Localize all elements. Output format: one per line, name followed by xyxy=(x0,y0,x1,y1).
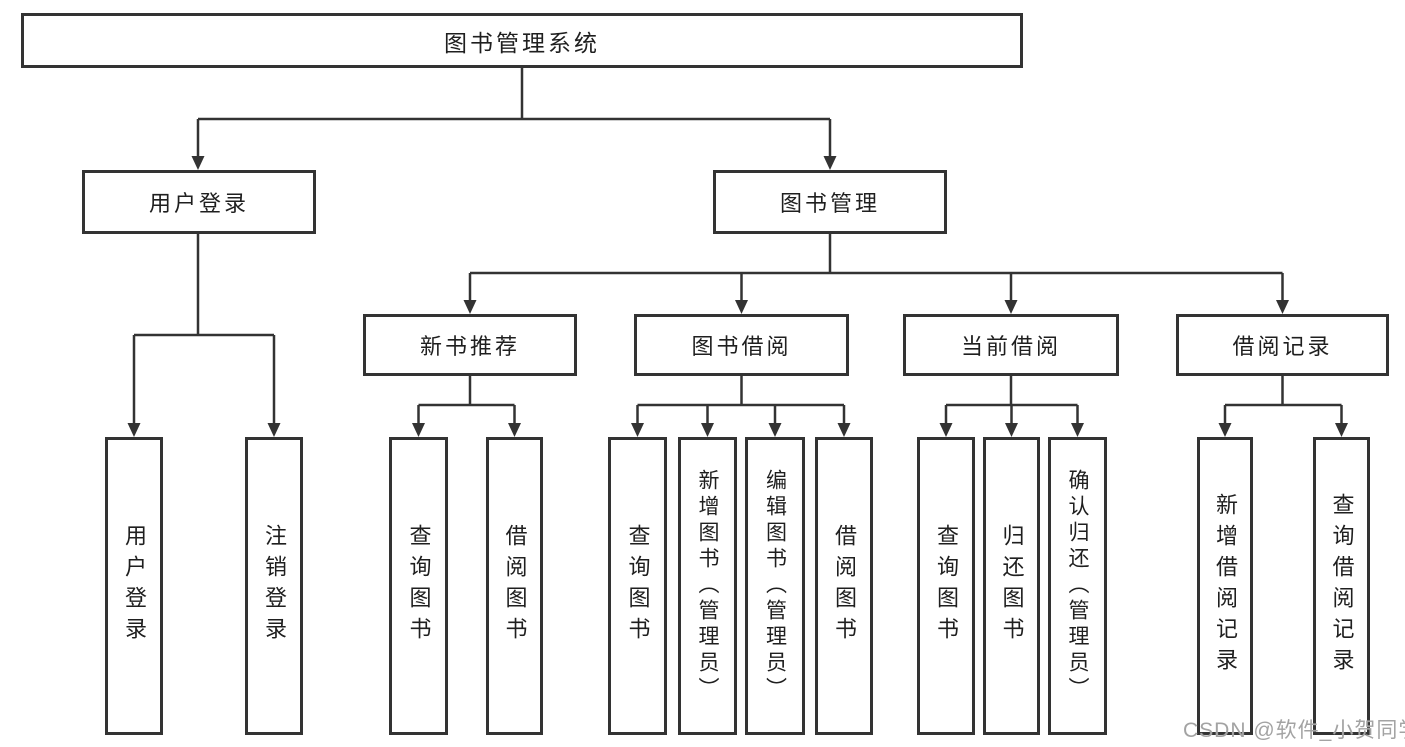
node-label: 新增借阅记录 xyxy=(1213,493,1238,679)
node-label: 查询借阅记录 xyxy=(1329,493,1355,679)
node-new-book-recommend: 新书推荐 xyxy=(363,314,577,376)
leaf-query-books-current: 查询图书 xyxy=(917,437,975,735)
leaf-logout: 注销登录 xyxy=(245,437,303,735)
leaf-query-books-recommend: 查询图书 xyxy=(389,437,448,735)
leaf-add-books-admin: 新增图书（管理员） xyxy=(678,437,737,735)
leaf-borrow-books-recommend: 借阅图书 xyxy=(486,437,543,735)
leaf-edit-books-admin: 编辑图书（管理员） xyxy=(745,437,805,735)
leaf-add-borrow-record: 新增借阅记录 xyxy=(1197,437,1253,735)
node-label: 查询图书 xyxy=(934,524,959,648)
node-borrow-records: 借阅记录 xyxy=(1176,314,1389,376)
node-book-management: 图书管理 xyxy=(713,170,947,234)
node-label: 借阅图书 xyxy=(832,524,857,648)
node-label: 用户登录 xyxy=(148,191,249,216)
leaf-query-books-borrow: 查询图书 xyxy=(608,437,667,735)
node-label: 编辑图书（管理员） xyxy=(763,469,787,703)
leaf-confirm-return-admin: 确认归还（管理员） xyxy=(1048,437,1107,735)
node-label: 图书管理系统 xyxy=(444,29,600,56)
node-label: 图书借阅 xyxy=(691,334,792,359)
node-label: 借阅图书 xyxy=(502,524,528,648)
node-label: 归还图书 xyxy=(999,524,1025,648)
node-label: 借阅记录 xyxy=(1232,334,1333,359)
node-current-borrow: 当前借阅 xyxy=(903,314,1119,376)
node-label: 查询图书 xyxy=(406,524,432,648)
node-label: 新书推荐 xyxy=(419,334,520,359)
node-label: 查询图书 xyxy=(625,524,651,648)
node-label: 图书管理 xyxy=(779,191,880,216)
node-label: 当前借阅 xyxy=(960,334,1061,359)
node-label: 新增图书（管理员） xyxy=(696,469,719,703)
node-label: 注销登录 xyxy=(262,524,287,648)
connector-paths xyxy=(132,68,1343,426)
node-library-management-system: 图书管理系统 xyxy=(21,13,1023,68)
node-label: 用户登录 xyxy=(122,524,147,648)
node-label: 确认归还（管理员） xyxy=(1066,469,1089,703)
node-user-login: 用户登录 xyxy=(82,170,316,234)
arrow-down-icons xyxy=(127,156,1348,437)
leaf-return-books: 归还图书 xyxy=(983,437,1040,735)
node-book-borrow: 图书借阅 xyxy=(634,314,849,376)
leaf-user-login: 用户登录 xyxy=(105,437,163,735)
leaf-query-borrow-record: 查询借阅记录 xyxy=(1313,437,1370,735)
leaf-borrow-books: 借阅图书 xyxy=(815,437,873,735)
csdn-watermark: CSDN @软件_小贺同学 xyxy=(1183,719,1405,742)
